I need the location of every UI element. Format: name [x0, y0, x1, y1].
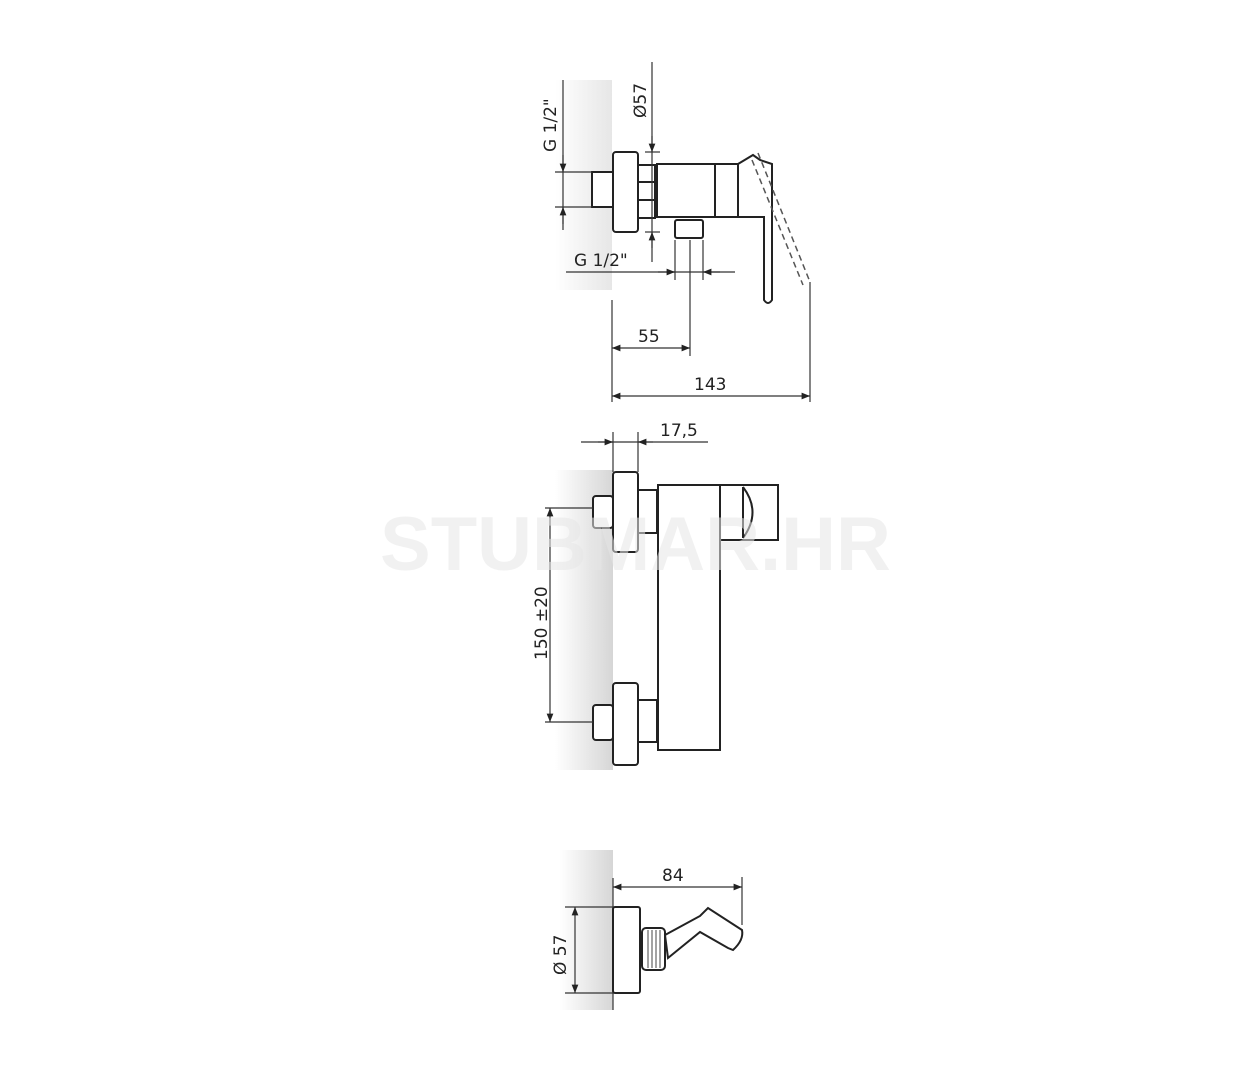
- wall-shading-side: [560, 850, 613, 1010]
- side-view: 84 Ø 57: [551, 866, 744, 1010]
- dim-outlet-thread: G 1/2": [574, 251, 628, 271]
- dim-side-depth: 84: [662, 866, 684, 886]
- dim-inlet-thread: G 1/2": [541, 98, 561, 152]
- front-view: 17,5 150 ±20: [532, 421, 779, 766]
- dim-center-distance: 150 ±20: [532, 586, 552, 660]
- dim-side-diameter: Ø 57: [551, 935, 571, 975]
- dim-outlet-offset: 55: [638, 327, 660, 347]
- dim-flange-depth: 17,5: [660, 421, 698, 441]
- dim-flange-diameter: Ø57: [631, 83, 651, 118]
- top-view: G 1/2" Ø57 G 1/2" 55 143: [541, 62, 811, 402]
- dim-total-depth: 143: [694, 375, 726, 395]
- watermark-text: STUBMAR.HR: [380, 502, 891, 587]
